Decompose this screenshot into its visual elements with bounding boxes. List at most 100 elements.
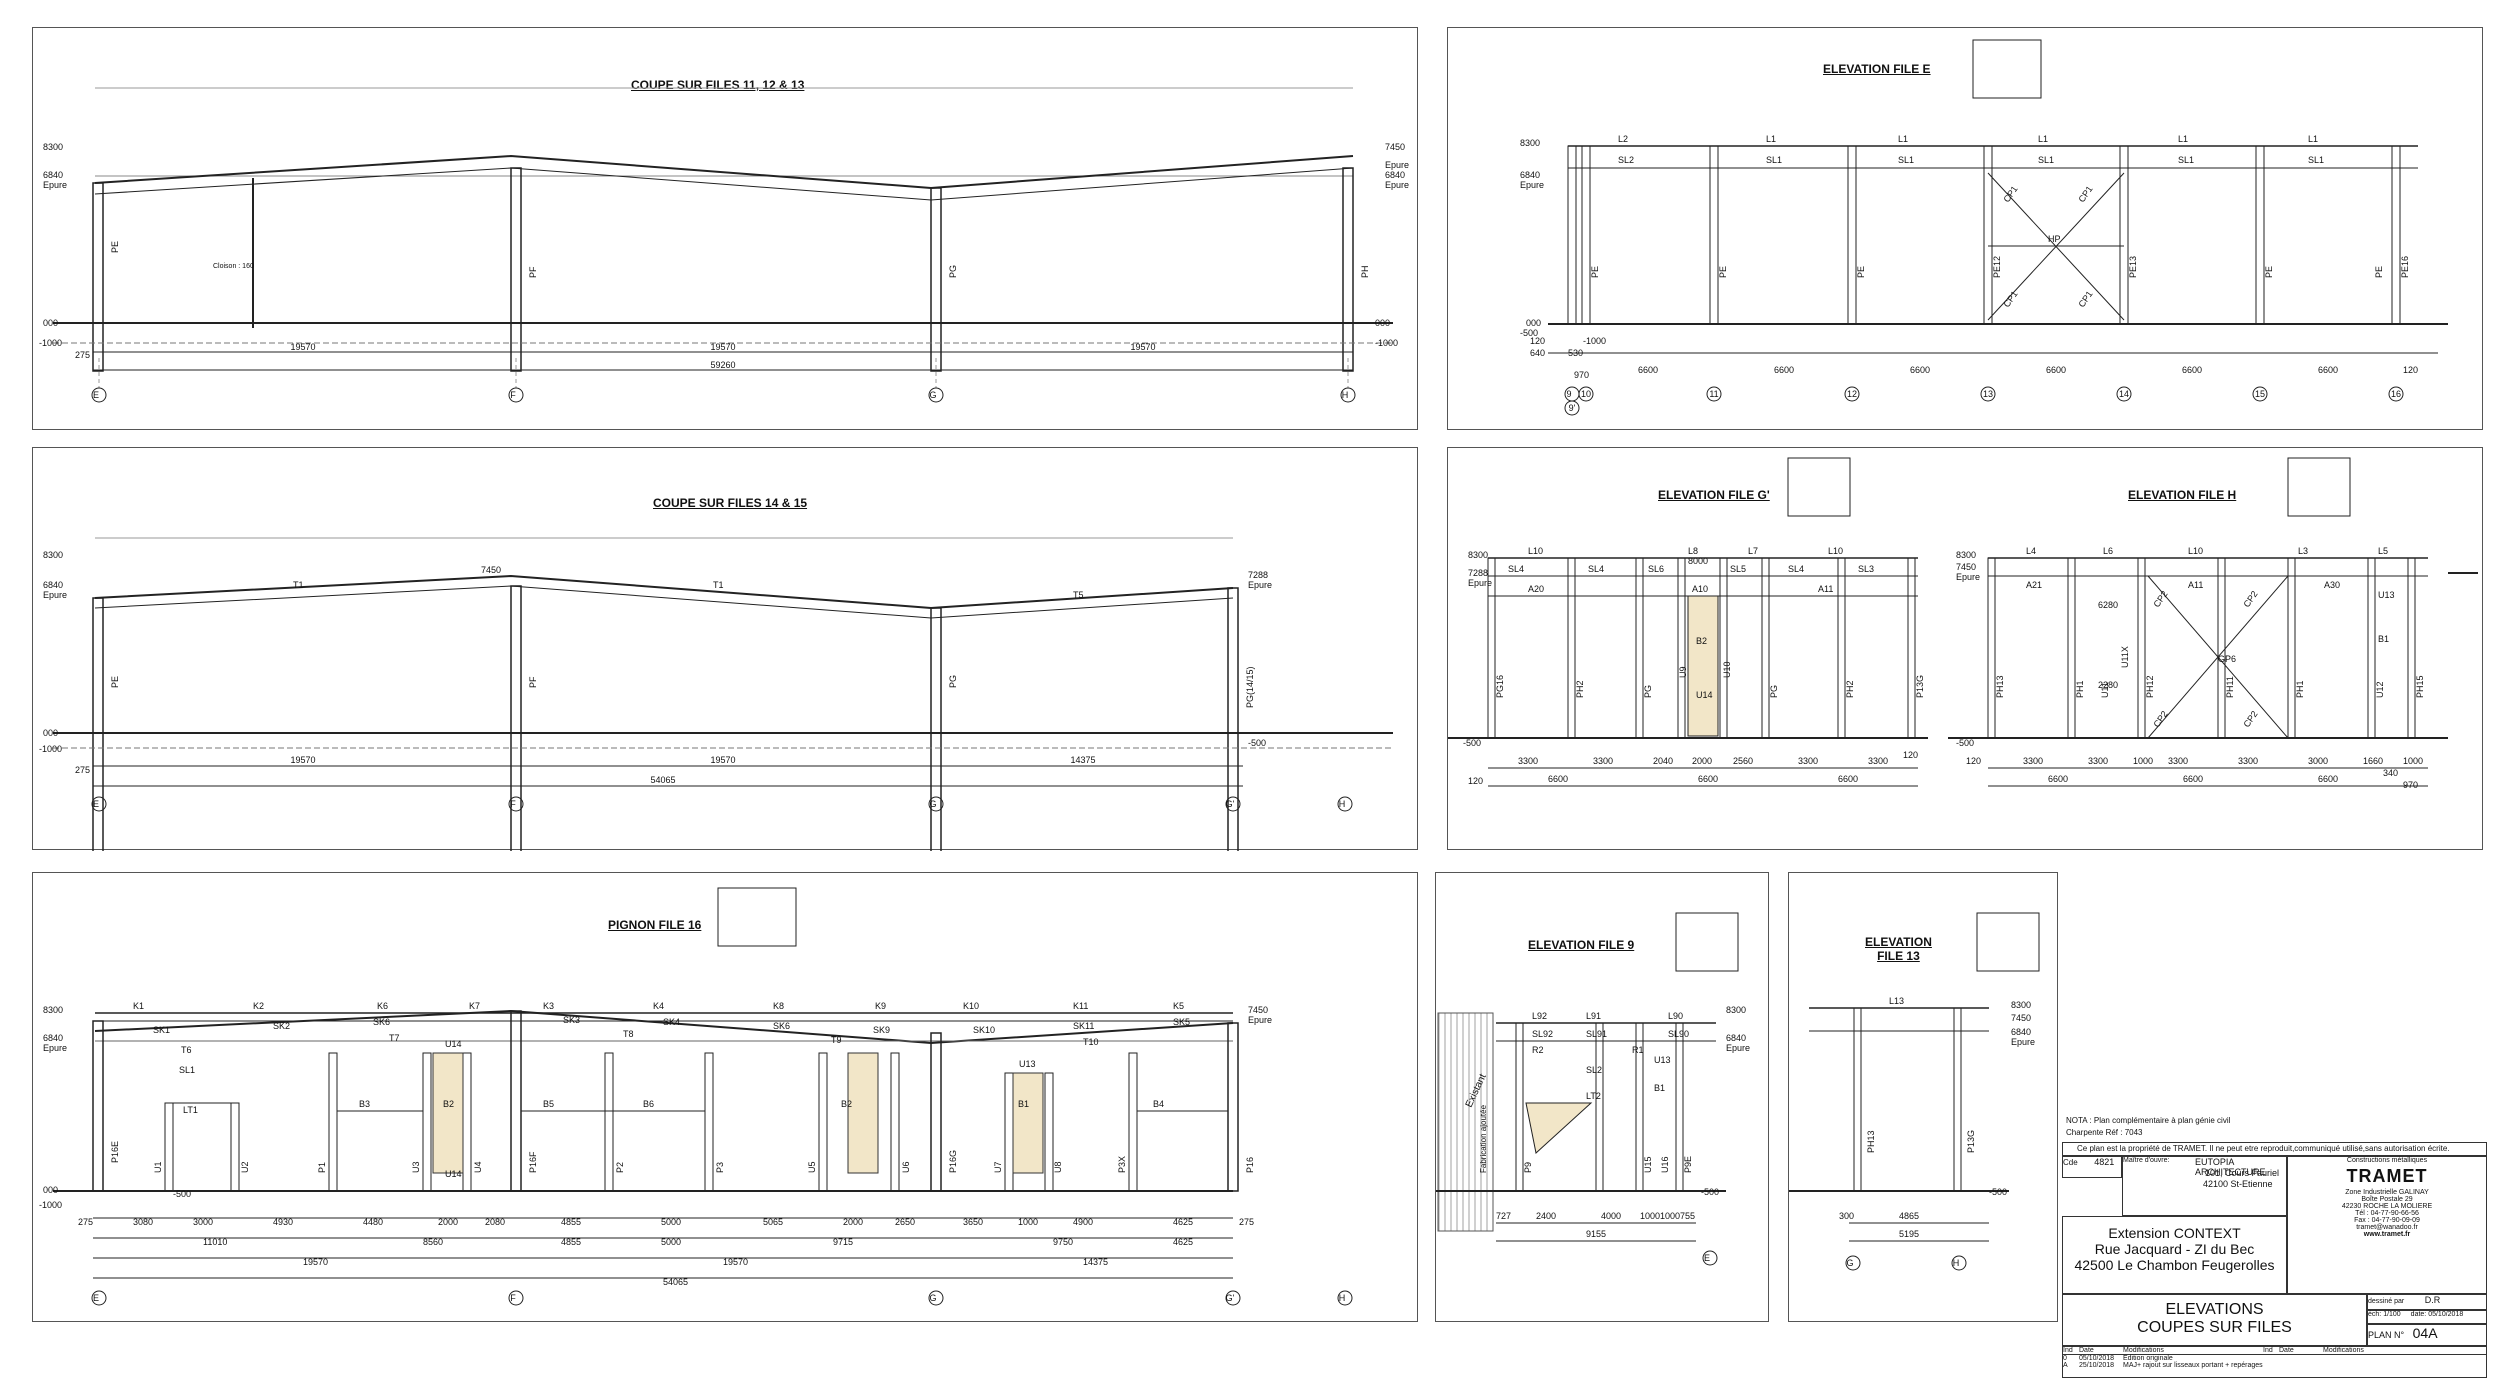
member-label: L1 — [2178, 134, 2188, 144]
column-label: P9 — [1523, 1162, 1533, 1173]
property-notice: Ce plan est la propriété de TRAMET. Il n… — [2062, 1142, 2487, 1156]
column-label: U4 — [473, 1161, 483, 1173]
column-label: U15 — [1643, 1156, 1653, 1173]
dim-label: 970 — [1574, 370, 1589, 380]
side-label: Fabrication ajoutée — [1479, 1104, 1488, 1173]
brace-label: CP1 — [2076, 184, 2094, 204]
total-dim: 5195 — [1899, 1229, 1919, 1239]
member-label: L8 — [1688, 546, 1698, 556]
level-label: Epure — [43, 590, 67, 600]
member-label: L13 — [1889, 996, 1904, 1006]
dim-label: 14375 — [1083, 1257, 1108, 1267]
span-dim: 19570 — [710, 342, 735, 352]
level-label: 7288 — [1248, 570, 1268, 580]
level-label: 000 — [43, 728, 58, 738]
dim-label: 6600 — [2046, 365, 2066, 375]
dim-label: 1000 — [1660, 1211, 1680, 1221]
sl-label: SL1 — [2178, 155, 2194, 165]
sl-label: SL4 — [1508, 564, 1524, 574]
axis-label: 15 — [2255, 389, 2265, 399]
column-label: PH11 — [2225, 676, 2235, 698]
drawn-by-cell: dessiné par D.R — [2367, 1294, 2487, 1310]
column-label: P3 — [715, 1162, 725, 1173]
nota-text: NOTA : Plan complémentaire à plan génie … — [2066, 1116, 2231, 1125]
member-label: L92 — [1532, 1011, 1547, 1021]
brace-label: CP1 — [2001, 184, 2019, 204]
dim-label: 3300 — [2238, 756, 2258, 766]
column-label: PE — [1590, 266, 1600, 278]
section-drawing: E F G H 19570 19570 19570 59260 275 8300… — [39, 87, 1409, 403]
member-label: K11 — [1073, 1001, 1088, 1011]
sl-label: SL90 — [1668, 1029, 1689, 1039]
brace-label: CP2 — [2151, 589, 2169, 609]
dim-label: 6600 — [1638, 365, 1658, 375]
column-label: PE13 — [2128, 256, 2138, 278]
dim-label: 275 — [1239, 1217, 1254, 1227]
level-label: 2280 — [2098, 680, 2118, 690]
member-label: K4 — [653, 1001, 664, 1011]
member-label: K7 — [469, 1001, 480, 1011]
column-label: PG(14/15) — [1245, 666, 1255, 708]
beam-label: U14 — [1696, 690, 1713, 700]
beam-label: U13 — [1019, 1059, 1036, 1069]
member-label: L1 — [2308, 134, 2318, 144]
beam-label: B1 — [2378, 634, 2389, 644]
column-label: PE — [110, 676, 120, 688]
column-label: P13G — [1915, 675, 1925, 698]
axis-label: 16 — [2391, 389, 2401, 399]
sl-label: SL4 — [1588, 564, 1604, 574]
axis-label: H — [1339, 799, 1346, 809]
total-dim: 9155 — [1586, 1229, 1606, 1239]
dim-label: 300 — [1839, 1211, 1854, 1221]
column-label: PG — [1769, 685, 1779, 698]
axis-label: F — [510, 390, 516, 400]
member-label: L90 — [1668, 1011, 1683, 1021]
column-label: PF — [528, 266, 538, 278]
dim-label: 3300 — [1518, 756, 1538, 766]
dim-label: 11010 — [203, 1237, 227, 1247]
column-label: U6 — [901, 1161, 911, 1173]
dim-label: 2650 — [895, 1217, 915, 1227]
dim-label: 8560 — [423, 1237, 443, 1247]
member-label: L1 — [1898, 134, 1908, 144]
beam-label: A11 — [2188, 580, 2203, 590]
dim-label: 2000 — [1692, 756, 1712, 766]
brace-label: CP2 — [2241, 589, 2259, 609]
sk-label: SK11 — [1073, 1021, 1094, 1031]
elevation-drawing: L92 L91 L90 SL92 SL91 SL90 R2 R1 SL2 LT2… — [1436, 912, 1750, 1266]
drawing-title-cell: ELEVATIONS COUPES SUR FILES — [2062, 1294, 2367, 1346]
dim-label: 6600 — [1698, 774, 1718, 784]
level-label: 8300 — [1956, 550, 1976, 560]
axis-label: 9 — [1566, 389, 1571, 399]
sk-label: SK6 — [373, 1017, 390, 1027]
total-dim: 54065 — [663, 1277, 688, 1287]
column-label: U9 — [1678, 666, 1688, 678]
dim-label: 2040 — [1653, 756, 1673, 766]
scale-date-cell: éch: 1/100 date: 05/10/2018 — [2367, 1310, 2487, 1324]
dim-label: 6600 — [1838, 774, 1858, 784]
column-label: P16G — [948, 1150, 958, 1173]
level-label: -1000 — [39, 1200, 62, 1210]
dim-label: 3080 — [133, 1217, 153, 1227]
beam-label: B1 — [1654, 1083, 1665, 1093]
column-label: PE — [2264, 266, 2274, 278]
dim-label: 6600 — [1774, 365, 1794, 375]
dim-label: 19570 — [303, 1257, 328, 1267]
level-label: 8300 — [43, 1005, 63, 1015]
dim-label: 3300 — [1868, 756, 1888, 766]
dim-label: 5065 — [763, 1217, 783, 1227]
member-label: K8 — [773, 1001, 784, 1011]
dim-label: 1660 — [2363, 756, 2383, 766]
brace-label: CP2 — [2151, 709, 2169, 729]
dim-label: 5000 — [661, 1237, 681, 1247]
member-label: L10 — [1528, 546, 1543, 556]
level-label: Epure — [1468, 578, 1492, 588]
project-cell: Extension CONTEXT Rue Jacquard - ZI du B… — [2062, 1216, 2287, 1294]
level-label: Epure — [1520, 180, 1544, 190]
sk-label: SK6 — [773, 1021, 790, 1031]
column-label: PH — [1360, 265, 1370, 278]
beam-label: B2 — [1696, 636, 1707, 646]
total-dim: 54065 — [650, 775, 675, 785]
column-label: P2 — [615, 1162, 625, 1173]
member-label: L1 — [1766, 134, 1776, 144]
